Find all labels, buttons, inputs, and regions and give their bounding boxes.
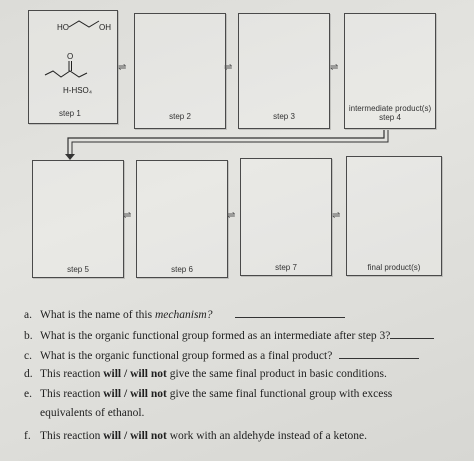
question-b-letter: b. [24,330,33,342]
question-f-letter: f. [24,430,31,442]
ketone-chain [44,70,88,78]
step5-box: step 5 [32,160,124,278]
step7-box: step 7 [240,158,332,276]
catalyst-label: H-HSO₄ [63,86,92,95]
question-d: d. This reaction will / will not give the… [24,368,387,380]
final-product-label: final product(s) [367,263,421,272]
question-b-text: What is the organic functional group for… [40,330,391,342]
step2-box: step 2 [134,13,226,129]
question-b: b. What is the organic functional group f… [24,328,435,342]
question-e-pre: This reaction [40,388,104,400]
step2-label: step 2 [169,112,191,121]
question-d-pre: This reaction [40,368,104,380]
equilibrium-arrow-4: ⇌ [123,210,132,221]
question-d-letter: d. [24,368,33,380]
equilibrium-arrow-3: ⇌ [330,62,339,73]
step1-label: step 1 [59,109,81,118]
question-e-post: give the same final functional group wit… [166,388,393,400]
step3-label: step 3 [273,112,295,121]
question-d-choice[interactable]: will / will not [103,368,167,380]
step7-label: step 7 [275,263,297,272]
step4-box: intermediate product(s) step 4 [344,13,436,129]
question-f-pre: This reaction [40,430,104,442]
step5-label: step 5 [67,265,89,274]
question-f-choice[interactable]: will / will not [103,430,167,442]
question-d-post: give the same final product in basic con… [166,368,387,380]
step1-box: HO OH O H-HSO₄ step 1 [28,10,118,124]
answer-b-blank[interactable] [390,328,435,339]
question-c-text: What is the organic functional group for… [40,350,333,362]
answer-c-blank[interactable] [339,348,420,359]
question-f-post: work with an aldehyde instead of a keton… [166,430,368,442]
step6-box: step 6 [136,160,228,278]
diol-ho-label: HO [57,23,69,32]
equilibrium-arrow-5: ⇌ [227,210,236,221]
question-e-line2: equivalents of ethanol. [40,407,145,419]
ketone-o-label: O [67,52,73,61]
equilibrium-arrow-6: ⇌ [332,210,341,221]
question-c-letter: c. [24,350,32,362]
equilibrium-arrow-1: ⇌ [118,62,127,73]
step4-label-line2: step 4 [379,113,401,122]
question-a-letter: a. [24,309,32,321]
question-e: e. This reaction will / will not give the… [24,388,392,400]
question-a: a. What is the name of this mechanism? [24,307,346,321]
final-product-box: final product(s) [346,156,442,276]
diol-oh-label: OH [99,23,111,32]
question-a-italic: mechanism? [154,309,213,321]
reactant-structures: HO OH O H-HSO₄ [44,20,111,95]
step4-label-line1: intermediate product(s) [348,104,432,113]
question-e-letter: e. [24,388,32,400]
diol-chain [68,20,100,28]
question-e-choice[interactable]: will / will not [103,388,167,400]
question-a-text: What is the name of this [40,309,155,321]
step6-label: step 6 [171,265,193,274]
step3-box: step 3 [238,13,330,129]
question-f: f. This reaction will / will not work wit… [24,430,367,442]
answer-a-blank[interactable] [235,307,346,318]
equilibrium-arrow-2: ⇌ [224,62,233,73]
connector-arrow [65,130,389,160]
question-c: c. What is the organic functional group f… [24,348,420,362]
